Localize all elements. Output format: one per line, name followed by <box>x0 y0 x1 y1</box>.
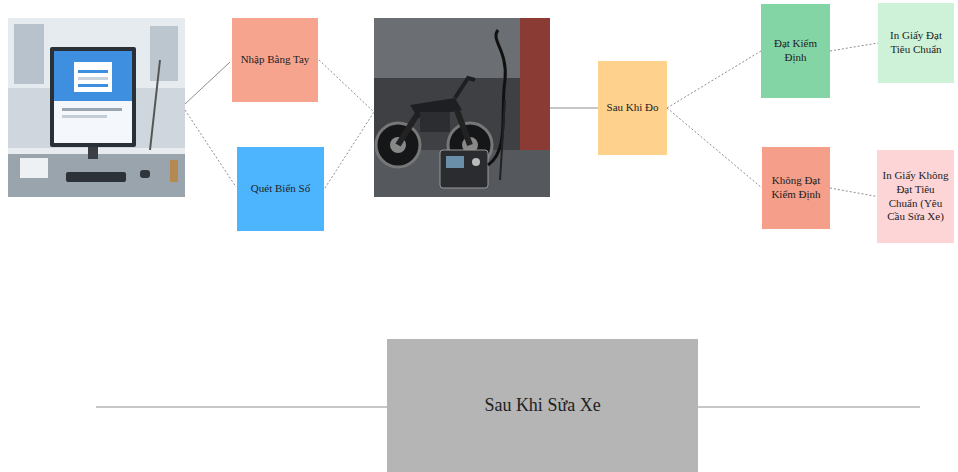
process-box: Quét Biển Số <box>237 147 324 231</box>
motorcycle-picture <box>374 18 550 197</box>
dotted-connector <box>830 43 878 51</box>
node-label: Quét Biển Số <box>237 178 324 200</box>
node-label: In Giấy Không Đạt Tiêu Chuẩn (Yêu Cầu Sử… <box>877 165 954 228</box>
process-box: Sau Khi Đo <box>598 61 667 155</box>
result-box: Đạt Kiểm Định <box>761 4 830 98</box>
stage-box: Sau Khi Sửa Xe <box>387 339 698 472</box>
dotted-connector <box>667 51 761 108</box>
output-box: In Giấy Đạt Tiêu Chuẩn <box>878 3 954 83</box>
node-label: Nhập Bằng Tay <box>232 49 318 71</box>
node-label: Không Đạt Kiểm Định <box>762 170 830 206</box>
dotted-connector <box>667 108 762 188</box>
process-box: Nhập Bằng Tay <box>232 18 318 102</box>
node-label: In Giấy Đạt Tiêu Chuẩn <box>878 25 954 61</box>
computer-picture <box>8 18 185 197</box>
node-label: Sau Khi Sửa Xe <box>387 390 698 421</box>
node-label: Sau Khi Đo <box>598 97 667 119</box>
result-box: Không Đạt Kiểm Định <box>762 147 830 229</box>
node-label: Đạt Kiểm Định <box>761 33 830 69</box>
output-box: In Giấy Không Đạt Tiêu Chuẩn (Yêu Cầu Sử… <box>877 150 954 243</box>
dotted-connector <box>830 188 877 197</box>
